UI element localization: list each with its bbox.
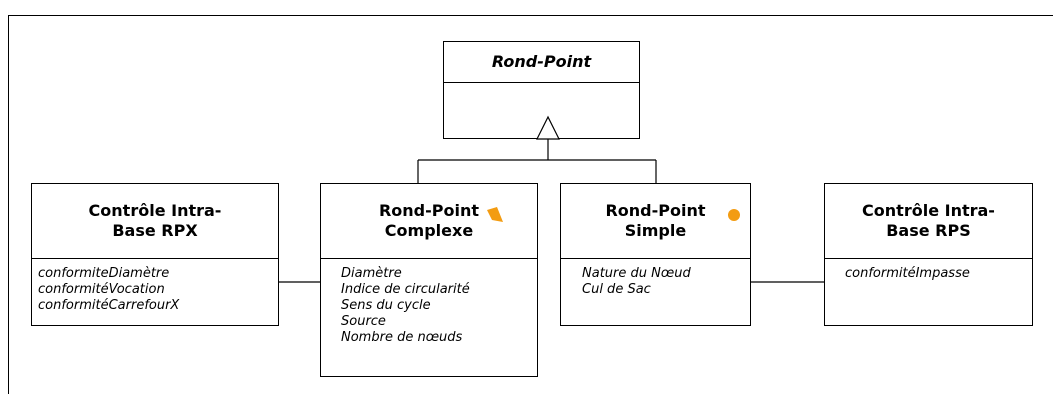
attribute: Source <box>341 314 386 329</box>
class-controle-rps-attributes: conformitéImpasse <box>845 266 1032 282</box>
class-rond-point-complexe-attributes: Diamètre Indice de circularité Sens du c… <box>341 266 537 346</box>
attribute: Diamètre <box>341 266 402 281</box>
class-controle-rpx: Contrôle Intra- Base RPX conformiteDiamè… <box>31 183 279 326</box>
attribute: Indice de circularité <box>341 282 470 297</box>
class-controle-rpx-attributes: conformiteDiamètre conformitéVocation co… <box>38 266 278 314</box>
attribute: conformiteDiamètre <box>38 266 170 281</box>
diagram-frame <box>8 15 1053 394</box>
orange-wedge-icon <box>487 207 503 222</box>
attribute: conformitéVocation <box>38 282 165 297</box>
attribute: Nombre de nœuds <box>341 330 463 345</box>
class-controle-rps: Contrôle Intra- Base RPS conformitéImpas… <box>824 183 1033 326</box>
orange-dot-icon <box>728 209 740 221</box>
attribute: Nature du Nœud <box>582 266 691 281</box>
class-rond-point-simple-title: Rond-Point Simple <box>561 184 750 259</box>
generalization-arrow <box>536 115 560 140</box>
class-rond-point-simple: Rond-Point Simple Nature du Nœud Cul de … <box>560 183 751 326</box>
class-rond-point-title: Rond-Point <box>444 42 639 83</box>
attribute: Cul de Sac <box>582 282 651 297</box>
attribute: conformitéCarrefourX <box>38 298 180 313</box>
class-rond-point-complexe-title: Rond-Point Complexe <box>321 184 537 259</box>
attribute: Sens du cycle <box>341 298 431 313</box>
attribute: conformitéImpasse <box>845 266 970 281</box>
class-rond-point-simple-attributes: Nature du Nœud Cul de Sac <box>582 266 750 298</box>
class-rond-point-complexe: Rond-Point Complexe Diamètre Indice de c… <box>320 183 538 377</box>
class-controle-rps-title: Contrôle Intra- Base RPS <box>825 184 1032 259</box>
class-rond-point: Rond-Point <box>443 41 640 139</box>
class-controle-rpx-title: Contrôle Intra- Base RPX <box>32 184 278 259</box>
